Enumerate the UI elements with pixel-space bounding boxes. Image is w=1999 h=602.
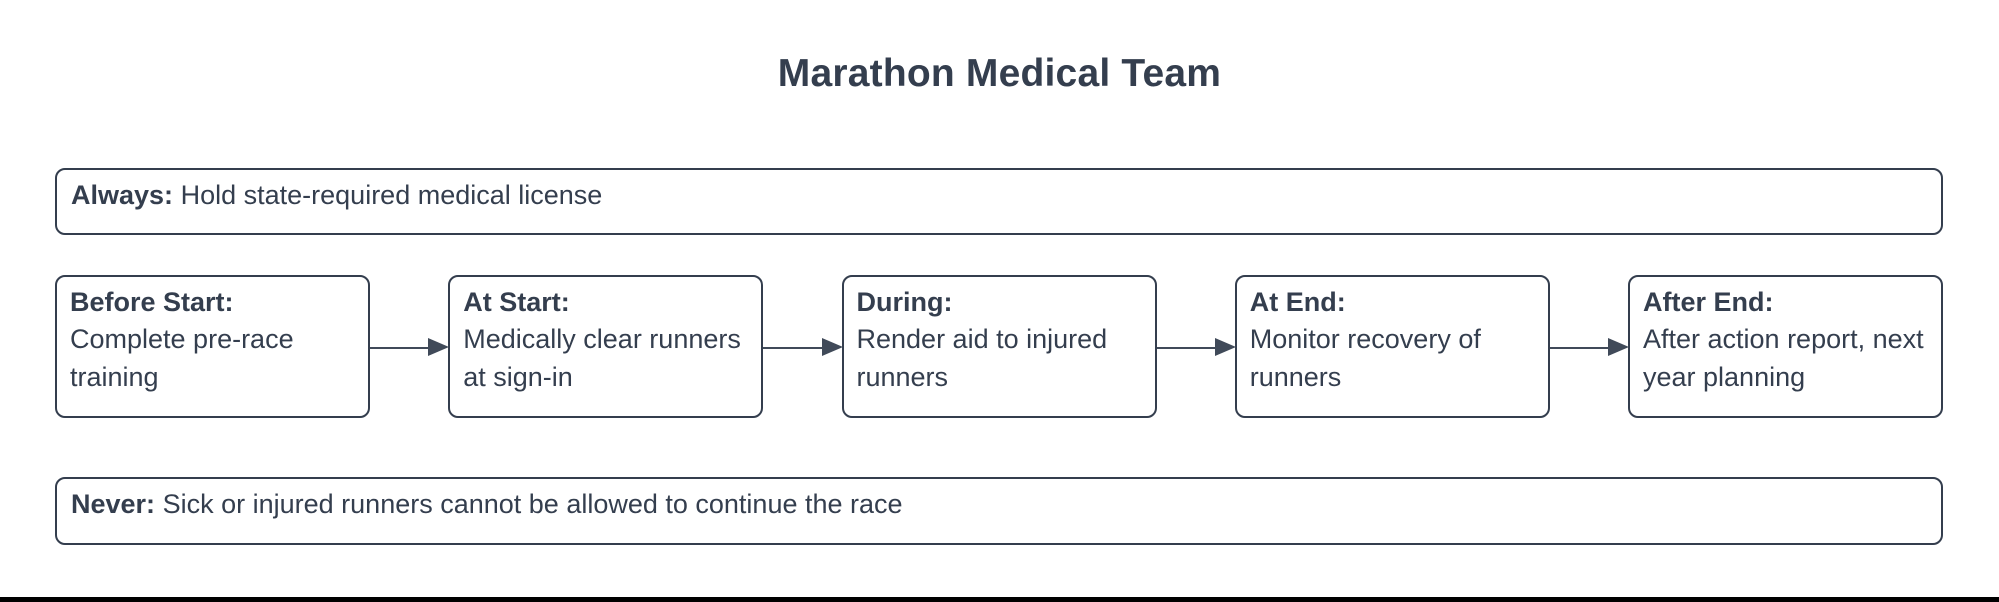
- flow-arrow: [1549, 275, 1629, 418]
- stage-box-at-start: At Start: Medically clear runners at sign…: [448, 275, 764, 418]
- arrow-head-icon: [821, 337, 843, 356]
- never-banner-text: Sick or injured runners cannot be allowe…: [162, 489, 903, 519]
- arrow-shaft: [1549, 346, 1616, 349]
- stage-label: After End:: [1643, 287, 1774, 317]
- stage-label: Before Start:: [70, 287, 234, 317]
- arrow-shaft: [370, 346, 437, 349]
- page-title: Marathon Medical Team: [777, 52, 1222, 95]
- stage-text: Complete pre-race training: [70, 324, 294, 392]
- never-banner: Never:Sick or injured runners cannot be …: [55, 477, 1943, 545]
- arrow-shaft: [763, 346, 830, 349]
- arrow-head-icon: [1214, 337, 1236, 356]
- stage-label: At End:: [1249, 287, 1346, 317]
- never-banner-label: Never:: [71, 489, 156, 519]
- stage-text: After action report, next year planning: [1643, 324, 1924, 392]
- always-banner: Always:Hold state-required medical licen…: [55, 168, 1943, 235]
- stage-text: Medically clear runners at sign-in: [463, 324, 741, 392]
- flow-arrow: [763, 275, 843, 418]
- arrow-head-icon: [1608, 337, 1629, 356]
- stage-text: Render aid to injured runners: [856, 324, 1108, 392]
- bottom-edge-bar: [0, 597, 1999, 602]
- stage-box-after-end: After End: After action report, next year…: [1628, 275, 1943, 418]
- always-banner-text: Hold state-required medical license: [180, 180, 603, 210]
- stage-flow-row: Before Start:Complete pre-race training …: [55, 275, 1943, 418]
- stage-box-at-end: At End: Monitor recovery of runners: [1234, 275, 1550, 418]
- flow-arrow: [370, 275, 450, 418]
- stage-box-before-start: Before Start: Complete pre-race training: [55, 275, 370, 418]
- flow-arrow: [1156, 275, 1236, 418]
- stage-box-during: During: Render aid to injured runners: [841, 275, 1157, 418]
- stage-label: During:: [856, 287, 953, 317]
- arrow-head-icon: [428, 337, 450, 356]
- stage-text: Monitor recovery of runners: [1249, 324, 1481, 392]
- always-banner-label: Always:: [71, 180, 174, 210]
- arrow-shaft: [1156, 346, 1223, 349]
- stage-label: At Start:: [463, 287, 570, 317]
